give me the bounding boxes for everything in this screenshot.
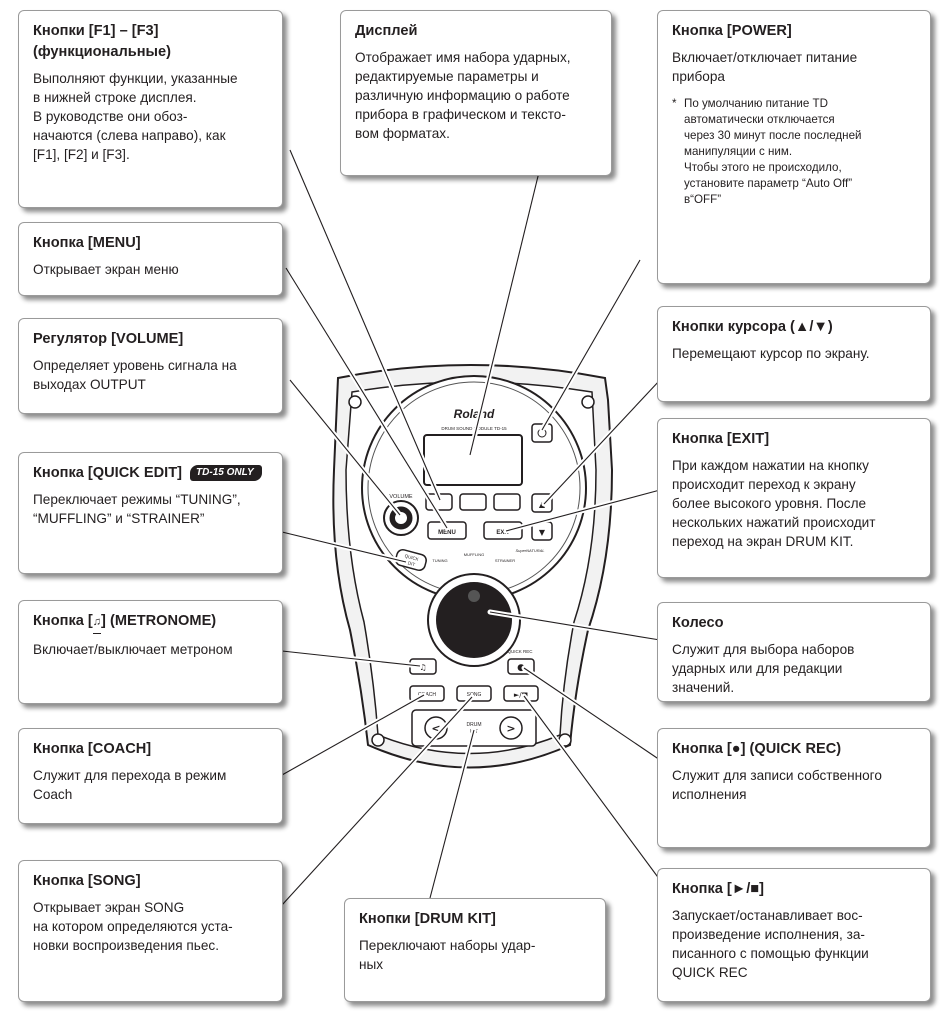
cursor-down-icon: ▼ xyxy=(539,528,546,537)
callout-title: Регулятор [VOLUME] xyxy=(33,331,184,347)
callout-title: Кнопка [SONG] xyxy=(33,873,141,889)
callout-volume: Регулятор [VOLUME] Определяет уровень си… xyxy=(18,318,283,414)
rec-dot-icon: ● xyxy=(517,663,525,673)
callout-quick-rec: Кнопка [●] (QUICK REC) Служит для записи… xyxy=(657,728,931,848)
metronome-icon: ♫ xyxy=(92,612,102,634)
callout-desc: Включает/выключает метроном xyxy=(33,642,233,657)
callout-title-text: Кнопка [QUICK EDIT] xyxy=(33,465,182,481)
callout-title: Колесо xyxy=(672,615,724,631)
muffling-label: MUFFLING xyxy=(464,552,484,557)
exit-button[interactable] xyxy=(483,521,523,540)
play-stop-icon: ►/■ xyxy=(514,691,528,699)
kit-prev-icon: < xyxy=(431,722,440,735)
callout-title: Кнопка [QUICK EDIT] TD-15 ONLY xyxy=(33,463,269,484)
song-button-label: SONG xyxy=(467,692,482,698)
callout-desc: Определяет уровень сигнала на выходах OU… xyxy=(33,358,237,392)
callout-desc: Включает/отключает питание прибора xyxy=(672,50,858,84)
note-text: По умолчанию питание TD автоматически от… xyxy=(684,97,862,206)
callout-title-post: ] (METRONOME) xyxy=(101,613,217,629)
callout-title: Кнопка [COACH] xyxy=(33,741,152,757)
screw xyxy=(581,395,595,409)
callout-menu: Кнопка [MENU] Открывает экран меню xyxy=(18,222,283,296)
callout-desc: Служит для перехода в режим Coach xyxy=(33,768,227,802)
callout-desc: Переключает режимы “TUNING”, “MUFFLING” … xyxy=(33,492,241,526)
callout-desc: Служит для записи собственного исполнени… xyxy=(672,768,882,802)
callout-wheel: Колесо Служит для выбора наборов ударных… xyxy=(657,602,931,702)
kit-next-button[interactable] xyxy=(499,716,523,740)
callout-desc: Открывает экран SONG на котором определя… xyxy=(33,900,233,953)
callout-title: Кнопки [F1] – [F3] (функциональные) xyxy=(33,23,171,60)
callout-desc: При каждом нажатии на кнопку происходит … xyxy=(672,458,876,549)
callout-cursor: Кнопки курсора (▲/▼) Перемещают курсор п… xyxy=(657,306,931,402)
note-asterisk: * xyxy=(672,97,677,110)
quick-edit-label-2: EDIT xyxy=(404,560,415,568)
f3-button[interactable] xyxy=(493,493,521,511)
supernatural-label: SuperNATURAL xyxy=(515,548,544,553)
drum-kit-label: DRUM xyxy=(467,722,482,728)
callout-title: Кнопки курсора (▲/▼) xyxy=(672,319,833,335)
callout-title: Кнопка [●] (QUICK REC) xyxy=(672,741,842,757)
callout-title: Кнопка [MENU] xyxy=(33,235,141,251)
power-button[interactable] xyxy=(531,423,553,443)
callout-desc: Запускает/останавливает вос- произведени… xyxy=(672,908,869,980)
callout-song: Кнопка [SONG] Открывает экран SONG на ко… xyxy=(18,860,283,1002)
callout-desc: Отображает имя набора ударных, редактиру… xyxy=(355,50,571,141)
quick-rec-label: QUICK REC xyxy=(507,649,533,654)
callout-desc: Перемещают курсор по экрану. xyxy=(672,346,870,361)
callout-desc: Переключают наборы удар- ных xyxy=(359,938,536,972)
callout-drum-kit: Кнопки [DRUM KIT] Переключают наборы уда… xyxy=(344,898,606,1002)
callout-quick-edit: Кнопка [QUICK EDIT] TD-15 ONLY Переключа… xyxy=(18,452,283,574)
tuning-label: TUNING xyxy=(432,558,447,563)
screw xyxy=(371,733,385,747)
callout-f-buttons: Кнопки [F1] – [F3] (функциональные) Выпо… xyxy=(18,10,283,208)
callout-note: * По умолчанию питание TD автоматически о… xyxy=(672,96,917,208)
callout-desc: Служит для выбора наборов ударных или дл… xyxy=(672,642,855,695)
callout-title: Кнопка [♫] (METRONOME) xyxy=(33,611,269,634)
td15-only-badge: TD-15 ONLY xyxy=(190,465,262,481)
play-stop-button[interactable] xyxy=(503,685,539,702)
callout-title: Кнопка [►/■] xyxy=(672,881,764,897)
wheel[interactable] xyxy=(436,582,512,658)
quick-edit-button[interactable] xyxy=(394,548,427,572)
f2-button[interactable] xyxy=(459,493,487,511)
callout-power: Кнопка [POWER] Включает/отключает питани… xyxy=(657,10,931,284)
callout-title: Кнопки [DRUM KIT] xyxy=(359,911,496,927)
callout-title: Кнопка [POWER] xyxy=(672,23,792,39)
callout-title: Кнопка [EXIT] xyxy=(672,431,770,447)
wheel-dimple xyxy=(468,590,480,602)
exit-button-label: EXIT xyxy=(496,530,510,536)
volume-label: VOLUME xyxy=(389,494,413,500)
coach-button-label: COACH xyxy=(418,692,436,698)
metronome-icon: ♫ xyxy=(419,663,426,672)
song-button[interactable] xyxy=(456,685,492,702)
screw xyxy=(348,395,362,409)
strainer-label: STRAINER xyxy=(495,558,515,563)
menu-button-label: MENU xyxy=(438,530,456,536)
quick-edit-label: QUICK xyxy=(404,553,419,562)
callout-display: Дисплей Отображает имя набора ударных, р… xyxy=(340,10,612,176)
callout-title-pre: Кнопка [ xyxy=(33,613,93,629)
callout-play-stop: Кнопка [►/■] Запускает/останавливает вос… xyxy=(657,868,931,1002)
callout-metronome: Кнопка [♫] (METRONOME) Включает/выключае… xyxy=(18,600,283,704)
callout-exit: Кнопка [EXIT] При каждом нажатии на кноп… xyxy=(657,418,931,578)
brand-logo: Roland xyxy=(454,407,495,421)
callout-title: Дисплей xyxy=(355,23,418,39)
callout-desc: Выполняют функции, указанные в нижней ст… xyxy=(33,71,238,162)
callout-coach: Кнопка [COACH] Служит для перехода в реж… xyxy=(18,728,283,824)
callout-desc: Открывает экран меню xyxy=(33,262,179,277)
kit-next-icon: > xyxy=(506,722,515,735)
